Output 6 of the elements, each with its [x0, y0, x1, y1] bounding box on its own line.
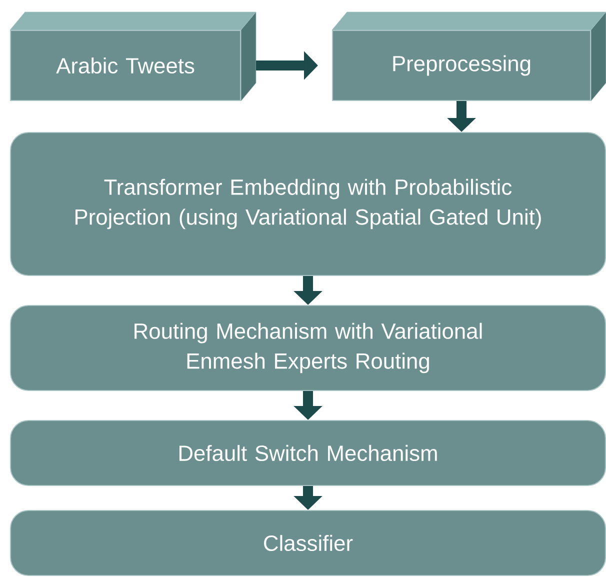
cube-box: Preprocessing [332, 12, 606, 102]
process-box: Default Switch Mechanism [10, 420, 606, 486]
process-box: Classifier [10, 510, 606, 576]
cube-box: Arabic Tweets [10, 12, 256, 102]
process-box: Transformer Embedding with Probabilistic Projection (using Variational Spatial Gated Unit) [10, 132, 606, 276]
process-box: Routing Mechanism with Variational Enmesh Experts Routing [10, 305, 606, 391]
